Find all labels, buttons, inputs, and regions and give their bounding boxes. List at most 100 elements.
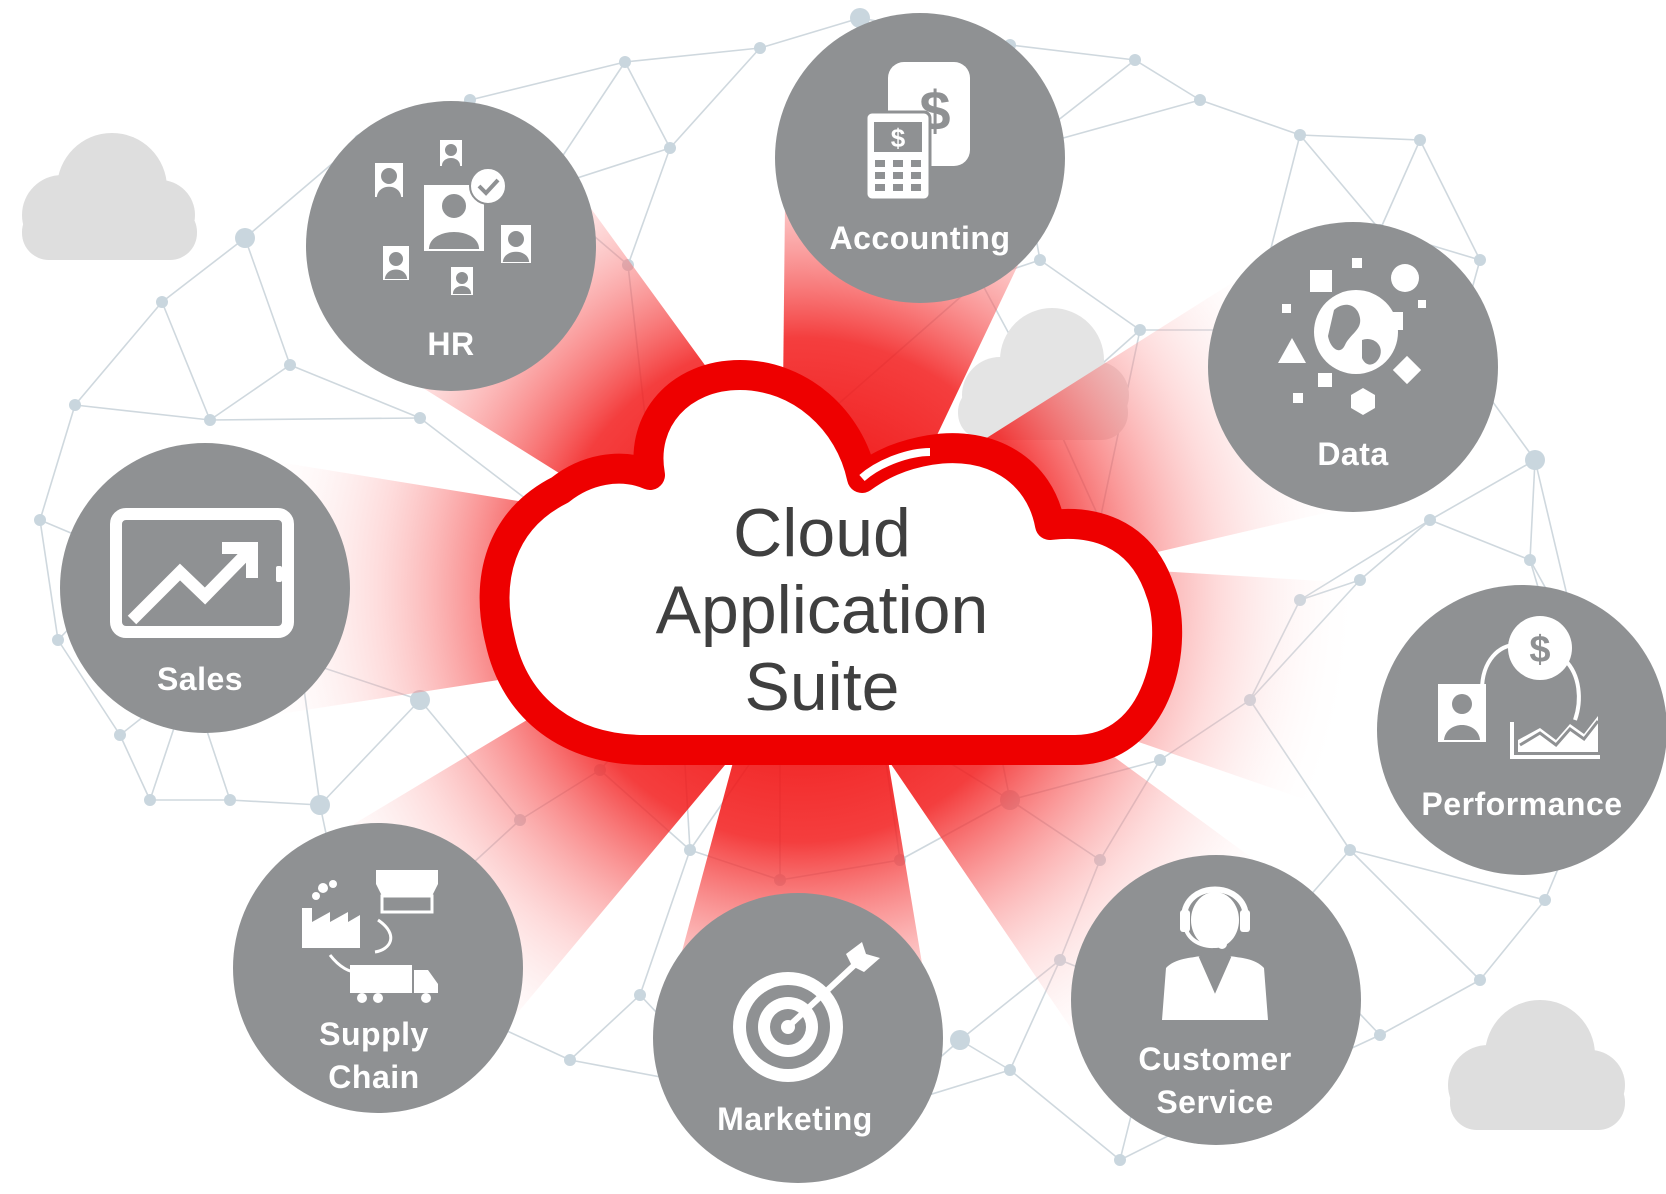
network-line — [1359, 519, 1431, 581]
network-line — [1299, 134, 1381, 231]
network-line — [624, 61, 671, 149]
center-title-line-1: Cloud — [733, 495, 911, 571]
network-line — [39, 404, 76, 521]
network-line — [1009, 1069, 1121, 1161]
node-customer-service-label-1: Customer — [1138, 1041, 1291, 1077]
network-dot — [1034, 254, 1046, 266]
network-dot — [1474, 974, 1486, 986]
network-dot — [69, 399, 81, 411]
network-line — [1529, 459, 1536, 561]
background-cloud-left — [22, 133, 197, 260]
network-dot — [284, 359, 296, 371]
network-dot — [1525, 450, 1545, 470]
network-line — [57, 639, 121, 736]
person-dollar-chart-icon: $ — [1438, 616, 1600, 759]
background-cloud-right — [1448, 1000, 1625, 1130]
network-line — [74, 301, 163, 406]
network-line — [1419, 139, 1481, 261]
node-data: Data — [1208, 222, 1498, 512]
network-dot — [1114, 1154, 1126, 1166]
network-dot — [1154, 754, 1166, 766]
network-dot — [619, 56, 631, 68]
network-line — [639, 849, 691, 996]
network-line — [1349, 849, 1481, 981]
network-line — [1349, 849, 1546, 901]
node-sales-label: Sales — [157, 661, 243, 697]
network-dot — [1129, 54, 1141, 66]
network-dot — [1294, 129, 1306, 141]
network-dot — [1354, 574, 1366, 586]
network-dot — [1344, 844, 1356, 856]
node-marketing: Marketing — [653, 893, 943, 1183]
central-cloud — [479, 360, 1183, 765]
network-dot — [1374, 1029, 1386, 1041]
network-dot — [1424, 514, 1436, 526]
network-line — [1039, 259, 1141, 331]
network-line — [39, 519, 59, 641]
network-dot — [950, 1030, 970, 1050]
network-line — [229, 799, 321, 806]
network-dot — [34, 514, 46, 526]
network-dot — [564, 1054, 576, 1066]
network-line — [209, 364, 291, 421]
network-dot — [156, 296, 168, 308]
node-supply-chain-label-2: Chain — [328, 1059, 419, 1095]
network-line — [1199, 99, 1301, 136]
node-accounting-label: Accounting — [830, 220, 1011, 256]
headset-agent-icon — [1162, 886, 1268, 1020]
tablet-growth-chart-icon — [110, 508, 294, 638]
network-dot — [410, 690, 430, 710]
network-dot — [144, 794, 156, 806]
network-dot — [235, 228, 255, 248]
network-dot — [52, 634, 64, 646]
node-marketing-label: Marketing — [717, 1101, 873, 1137]
network-line — [627, 147, 671, 266]
network-dot — [1004, 1064, 1016, 1076]
network-line — [161, 237, 246, 303]
factory-store-truck-icon — [302, 870, 438, 1003]
network-dot — [414, 412, 426, 424]
network-line — [119, 734, 151, 801]
network-line — [1299, 134, 1421, 141]
network-line — [289, 364, 421, 419]
svg-text:$: $ — [1529, 629, 1550, 671]
network-dot — [224, 794, 236, 806]
node-performance: $ Performance — [1377, 585, 1666, 875]
network-line — [1429, 459, 1536, 521]
network-dot — [664, 142, 676, 154]
center-title-line-3: Suite — [745, 649, 900, 725]
node-supply-chain: Supply Chain — [233, 823, 523, 1113]
network-line — [469, 61, 626, 101]
node-performance-label: Performance — [1421, 786, 1622, 822]
network-dot — [850, 8, 870, 28]
target-arrow-icon — [733, 942, 880, 1082]
network-line — [1134, 59, 1201, 101]
network-line — [669, 47, 761, 149]
network-line — [1009, 44, 1136, 61]
network-line — [624, 47, 761, 63]
network-line — [759, 17, 861, 49]
node-supply-chain-label-1: Supply — [319, 1016, 429, 1052]
node-data-label: Data — [1317, 436, 1388, 472]
calculator-dollar-icon: $ $ — [864, 62, 970, 202]
network-line — [569, 994, 641, 1061]
network-line — [161, 301, 211, 421]
org-chart-people-icon — [373, 138, 533, 297]
network-dot — [1134, 324, 1146, 336]
node-hr: HR — [306, 101, 596, 391]
network-line — [319, 699, 421, 806]
node-customer-service-label-2: Service — [1156, 1084, 1273, 1120]
network-dot — [310, 795, 330, 815]
network-line — [1379, 139, 1421, 231]
node-hr-label: HR — [427, 326, 474, 362]
network-dot — [204, 414, 216, 426]
network-line — [1379, 979, 1481, 1036]
network-line — [1429, 519, 1531, 561]
network-dot — [1194, 94, 1206, 106]
network-dot — [1524, 554, 1536, 566]
svg-text:$: $ — [891, 123, 906, 153]
network-line — [209, 417, 421, 421]
node-accounting: $ $ Accounting — [775, 13, 1065, 303]
node-sales: Sales — [60, 443, 350, 733]
